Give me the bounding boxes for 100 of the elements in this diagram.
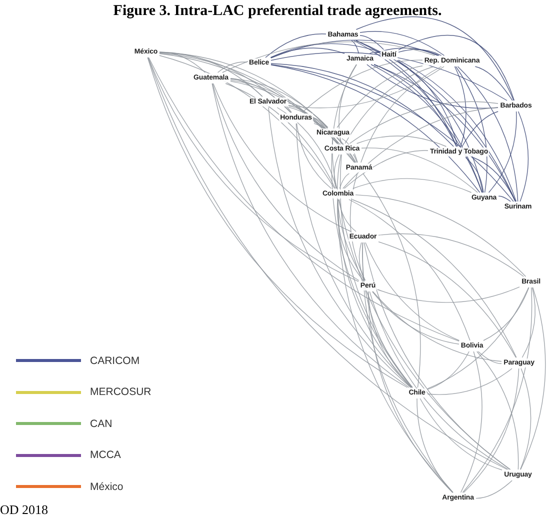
- curved-connector: [362, 242, 454, 493]
- curved-connector: [212, 83, 352, 232]
- curved-connector: [454, 66, 466, 147]
- curved-connector: [378, 241, 516, 358]
- curved-connector: [353, 40, 482, 193]
- curved-connector: [465, 157, 484, 193]
- curved-connector: [270, 64, 514, 202]
- curved-connector: [398, 60, 517, 202]
- curved-connector: [483, 287, 530, 341]
- curved-connector: [338, 199, 511, 470]
- curved-connector: [360, 31, 445, 56]
- curved-connector: [148, 57, 359, 282]
- curved-connector: [270, 40, 438, 58]
- curved-connector: [472, 157, 516, 202]
- curved-connector: [159, 52, 206, 73]
- curved-connector: [159, 52, 338, 144]
- curved-connector: [338, 199, 356, 232]
- curved-connector: [372, 291, 460, 344]
- curved-connector: [222, 41, 436, 73]
- curved-connector: [420, 398, 502, 470]
- curved-connector: [360, 66, 442, 163]
- legend-label: CARICOM: [90, 354, 140, 367]
- curved-connector: [336, 66, 423, 128]
- curved-connector: [331, 138, 413, 388]
- curved-connector: [362, 173, 421, 388]
- curved-connector: [270, 64, 480, 193]
- curved-connector: [463, 368, 520, 493]
- curved-connector: [427, 368, 512, 395]
- curved-connector: [268, 107, 412, 388]
- curved-connector: [476, 351, 519, 470]
- curved-connector: [377, 286, 520, 303]
- curved-connector: [270, 48, 345, 58]
- curved-connector: [339, 173, 350, 189]
- curved-connector: [520, 368, 532, 470]
- curved-connector: [462, 287, 532, 493]
- curved-connector: [455, 66, 488, 193]
- curved-connector: [457, 66, 518, 202]
- curved-connector: [217, 62, 248, 73]
- curved-connector: [159, 52, 328, 128]
- curved-connector: [336, 199, 364, 281]
- curved-connector: [476, 480, 512, 499]
- curved-connector: [270, 52, 508, 101]
- curved-connector: [474, 66, 513, 101]
- curved-connector: [288, 102, 328, 128]
- curved-connector: [427, 287, 529, 390]
- curved-connector: [518, 111, 529, 202]
- curved-connector: [361, 148, 478, 193]
- curved-connector: [296, 123, 412, 388]
- curved-connector: [265, 34, 326, 58]
- curved-connector: [360, 35, 384, 50]
- curved-connector: [212, 83, 360, 281]
- curved-connector: [462, 111, 498, 147]
- curved-connector: [340, 154, 413, 388]
- curved-connector: [212, 83, 410, 388]
- legend-label: México: [90, 480, 124, 493]
- curved-connector: [372, 291, 502, 362]
- curved-connector: [270, 43, 380, 58]
- curved-connector: [344, 66, 434, 144]
- figure-title: Figure 3. Intra-LAC preferential trade agreements.: [113, 2, 442, 20]
- curved-connector: [374, 48, 440, 56]
- curved-connector: [349, 101, 498, 144]
- curved-connector: [270, 63, 454, 147]
- source-note: OD 2018: [0, 503, 48, 517]
- curved-connector: [344, 150, 428, 189]
- curved-connector: [348, 199, 470, 341]
- curved-connector: [355, 40, 458, 147]
- curved-connector: [362, 242, 413, 388]
- curved-connector: [296, 123, 332, 189]
- curved-connector: [337, 154, 365, 281]
- curved-connector: [351, 40, 360, 54]
- curved-connector: [378, 233, 524, 277]
- curved-connector: [356, 16, 514, 101]
- legend-label: MCCA: [90, 449, 121, 462]
- curved-connector: [364, 242, 511, 470]
- curved-connector: [288, 66, 444, 108]
- curved-connector: [365, 242, 460, 341]
- curved-connector: [352, 199, 517, 358]
- curved-connector: [355, 194, 526, 277]
- curved-connector: [276, 107, 337, 189]
- curved-connector: [147, 57, 408, 388]
- curved-connector: [368, 291, 453, 493]
- curved-connector: [374, 64, 457, 147]
- curved-connector: [370, 64, 482, 193]
- curved-connector: [334, 154, 340, 189]
- curved-connector: [488, 111, 517, 193]
- curved-connector: [398, 49, 442, 56]
- curved-connector: [356, 40, 516, 202]
- curved-connector: [352, 178, 472, 193]
- curved-connector: [369, 291, 509, 470]
- curved-connector: [339, 138, 342, 144]
- curved-connector: [356, 136, 447, 147]
- curved-connector: [427, 351, 470, 390]
- curved-connector: [520, 287, 546, 470]
- curved-connector: [148, 57, 460, 342]
- curved-connector: [397, 60, 458, 147]
- legend-label: MERCOSUR: [90, 386, 152, 398]
- curved-connector: [338, 64, 357, 144]
- curved-connector: [369, 52, 380, 54]
- curved-connector: [460, 351, 482, 493]
- curved-connector: [398, 34, 515, 101]
